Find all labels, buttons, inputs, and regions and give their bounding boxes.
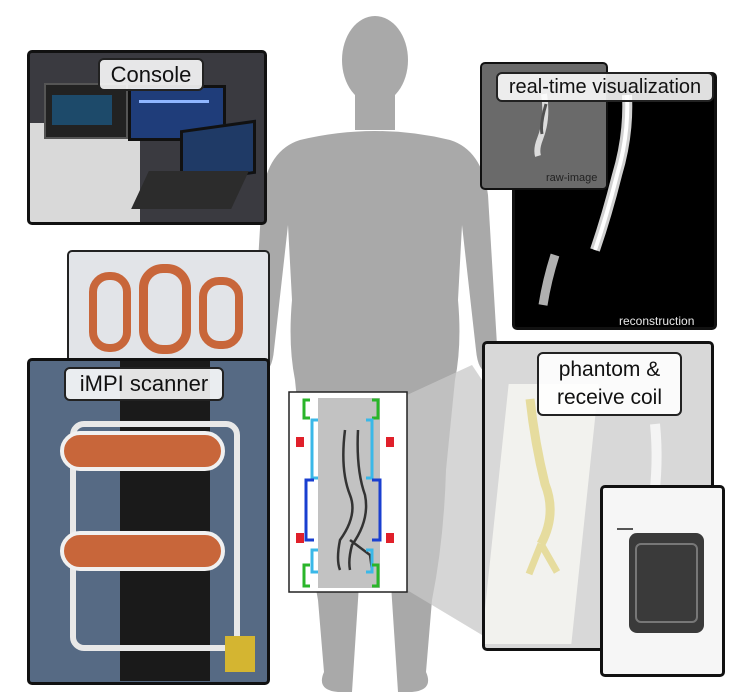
scanner-bottom-panel: iMPI scanner — [27, 358, 270, 685]
console-panel: Console — [27, 50, 267, 225]
reconstruction-image — [538, 94, 633, 306]
reconstruction-label: reconstruction — [619, 314, 695, 328]
console-label: Console — [98, 58, 204, 91]
coil-markers — [296, 437, 394, 543]
scanner-coil — [89, 272, 131, 352]
coil-schematic — [302, 398, 382, 588]
vessel-outline — [336, 429, 368, 571]
coil-cable — [617, 528, 633, 530]
console-rack — [30, 123, 140, 222]
scanner-label: iMPI scanner — [64, 367, 224, 401]
raw-image-label: raw-image — [546, 172, 598, 184]
phantom-label-line2: receive coil — [556, 386, 663, 409]
phantom-label-line1: phantom & — [558, 358, 661, 381]
monitor — [128, 85, 226, 141]
raw-image — [534, 93, 549, 157]
laptop-keyboard — [131, 171, 249, 209]
scanner-top-panel — [67, 250, 270, 368]
scanner-legs — [120, 361, 210, 681]
zoom-connector — [407, 365, 482, 635]
oscilloscope — [44, 83, 128, 139]
receive-coil-panel — [600, 485, 725, 677]
sock — [225, 636, 255, 672]
scanner-band-top — [60, 431, 225, 471]
visualization-label: real-time visualization — [496, 72, 714, 102]
phantom-label: phantom & receive coil — [537, 352, 682, 416]
scanner-band-bottom — [60, 531, 225, 571]
receive-coil — [629, 533, 704, 633]
